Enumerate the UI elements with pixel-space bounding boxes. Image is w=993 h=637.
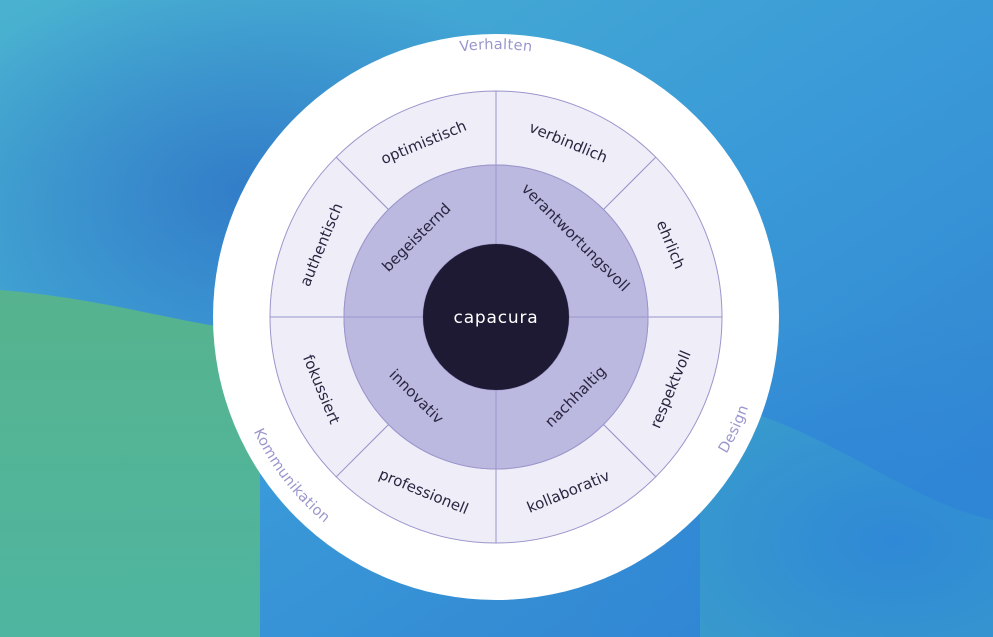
category-label-verhalten: Verhalten bbox=[459, 37, 534, 55]
center-label: capacura bbox=[454, 308, 539, 328]
center-circle bbox=[423, 244, 569, 390]
